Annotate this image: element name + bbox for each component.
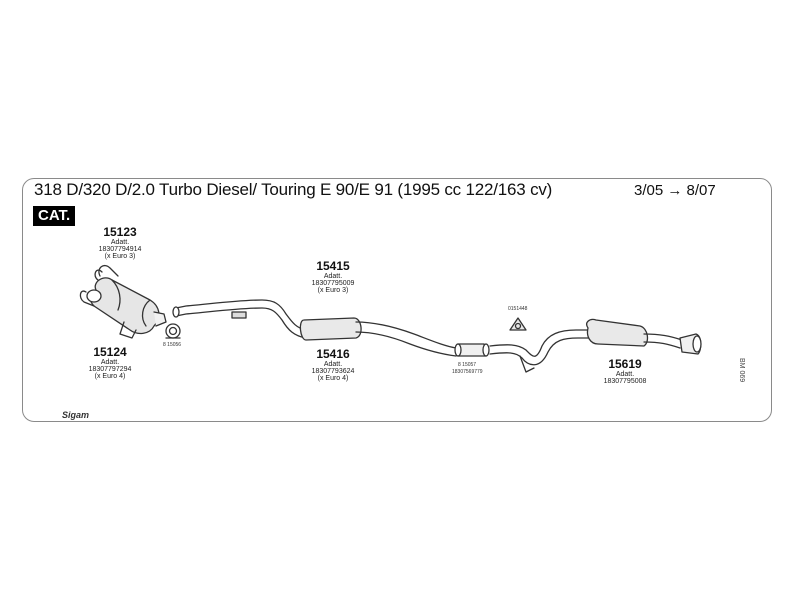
clamp-1-code: 8 15056 — [163, 342, 182, 348]
part-note: Adatt. — [323, 272, 343, 280]
clamp-2-code: 8 15057 — [458, 362, 477, 368]
part-oem-code: 18307795009 — [311, 279, 355, 287]
clamp-2-ref: 18307569779 — [452, 369, 483, 375]
part-number: 15415 — [316, 259, 350, 273]
catalytic-converter — [79, 264, 167, 339]
front-pipe — [172, 299, 457, 357]
part-label-15123: 15123 Adatt. 18307794914 (x Euro 3) — [90, 226, 150, 261]
clamp-15056 — [165, 323, 181, 339]
clamp-15057 — [454, 343, 490, 357]
part-oem-code: 18307793624 — [311, 367, 355, 375]
cat-badge: CAT. — [33, 206, 76, 226]
part-note: (x Euro 3) — [104, 253, 136, 261]
brand-logo: Sigam — [62, 410, 90, 420]
part-note: Adatt. — [100, 358, 120, 366]
part-number: 15124 — [93, 345, 127, 359]
hanger-0151448 — [509, 317, 527, 331]
hanger-code: 0151448 — [508, 306, 528, 312]
part-label-15415: 15415 Adatt. 18307795009 (x Euro 3) — [302, 260, 364, 295]
part-label-15416: 15416 Adatt. 18307793624 (x Euro 4) — [302, 348, 364, 383]
part-note: (x Euro 3) — [317, 287, 349, 295]
part-label-15124: 15124 Adatt. 18307797294 (x Euro 4) — [80, 346, 140, 381]
part-number: 15619 — [608, 357, 642, 371]
part-note: Adatt. — [615, 370, 635, 378]
part-label-15619: 15619 Adatt. 18307795008 — [594, 358, 656, 385]
rear-silencer — [489, 318, 702, 373]
side-code: BM 069 — [738, 358, 745, 383]
part-note: Adatt. — [110, 238, 130, 246]
part-oem-code: 18307794914 — [98, 245, 142, 253]
part-number: 15123 — [103, 225, 137, 239]
part-note: (x Euro 4) — [94, 373, 126, 381]
vehicle-title: 318 D/320 D/2.0 Turbo Diesel/ Touring E … — [34, 180, 553, 199]
part-number: 15416 — [316, 347, 350, 361]
date-range: 3/05 → 8/07 — [634, 182, 716, 199]
part-note: (x Euro 4) — [317, 375, 349, 383]
part-oem-code: 18307795008 — [603, 377, 647, 385]
part-oem-code: 18307797294 — [88, 365, 132, 373]
part-note: Adatt. — [323, 360, 343, 368]
